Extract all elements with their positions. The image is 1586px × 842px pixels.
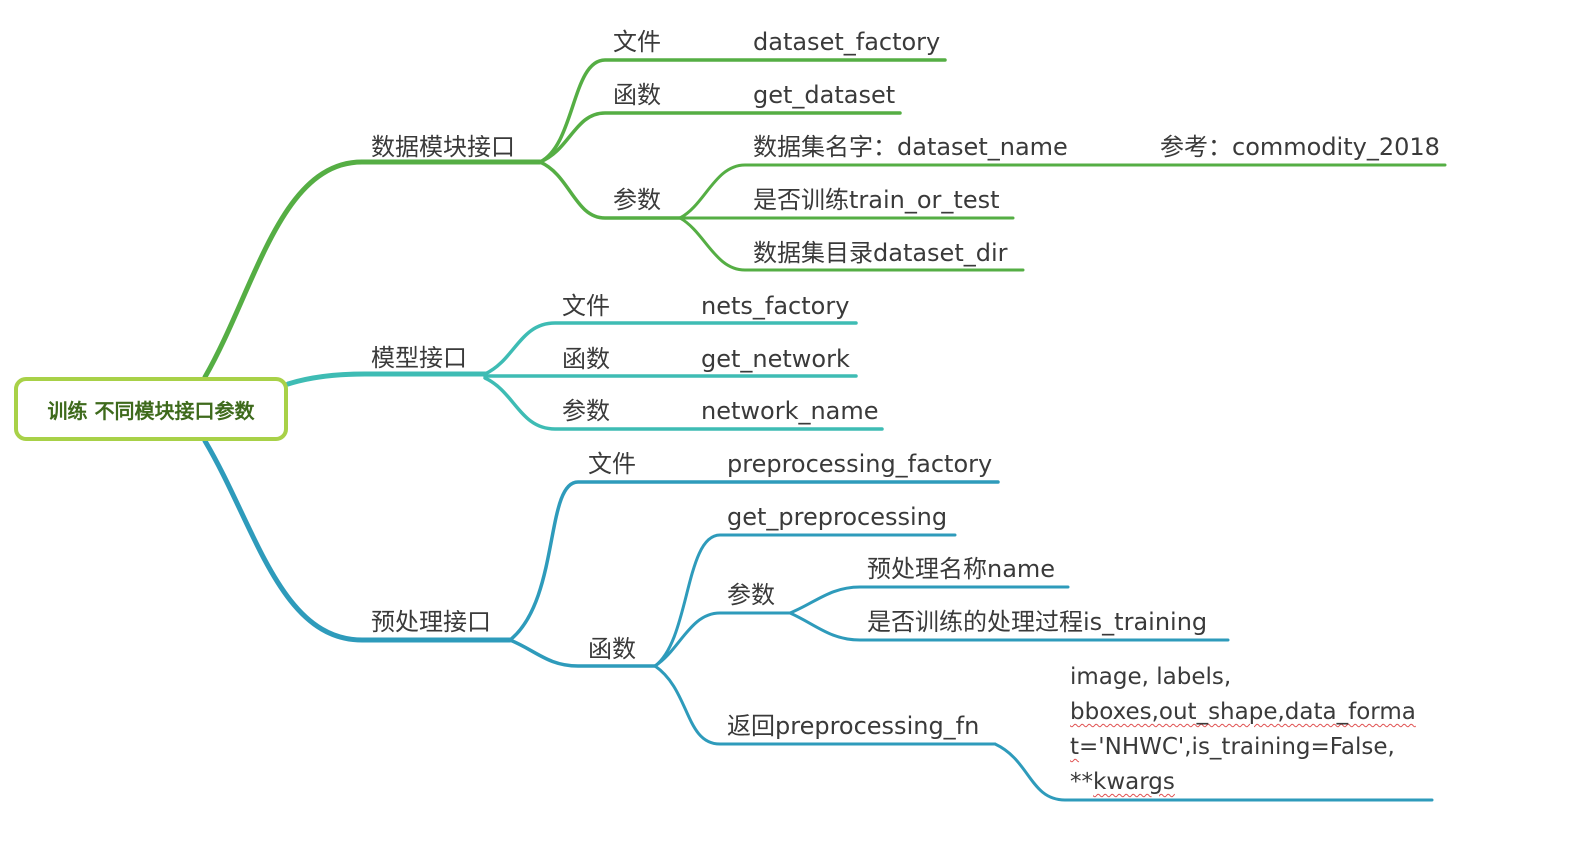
signature-line-3: t='NHWC',is_training=False, — [1070, 730, 1430, 765]
node-param-dataset-name[interactable]: 数据集名字：dataset_name — [753, 133, 1068, 161]
branch-params-istraining — [788, 611, 1230, 642]
branch-params-prepname — [788, 585, 1070, 615]
node-data-func[interactable]: 函数 — [613, 81, 661, 109]
node-prep-return[interactable]: 返回preprocessing_fn — [727, 712, 980, 740]
branch-func-name — [653, 533, 957, 668]
branch-model-file — [483, 321, 858, 376]
branch-prep-file — [508, 480, 1000, 642]
node-prep-file-value[interactable]: preprocessing_factory — [727, 450, 993, 478]
node-data-file-value[interactable]: dataset_factory — [753, 28, 941, 56]
node-data-module[interactable]: 数据模块接口 — [371, 133, 515, 161]
node-data-func-value[interactable]: get_dataset — [753, 81, 896, 109]
node-prep-file[interactable]: 文件 — [588, 450, 636, 478]
node-param-reference[interactable]: 参考：commodity_2018 — [1160, 133, 1440, 161]
signature-line-3a: t — [1070, 734, 1080, 760]
branch-root-data — [202, 159, 543, 380]
node-model-param[interactable]: 参数 — [562, 397, 610, 425]
branch-data-params — [538, 160, 682, 220]
node-prep-func[interactable]: 函数 — [588, 635, 636, 663]
root-node-label: 训练 不同模块接口参数 — [47, 398, 255, 423]
branch-model-param — [483, 376, 884, 431]
node-prep-params[interactable]: 参数 — [727, 581, 775, 609]
node-model-file[interactable]: 文件 — [562, 292, 610, 320]
branch-func-return — [653, 664, 997, 746]
branch-root-prep — [202, 438, 513, 643]
node-return-signature[interactable]: image, labels, bboxes,out_shape,data_for… — [1070, 660, 1430, 800]
signature-line-2: bboxes,out_shape,data_forma — [1070, 699, 1416, 725]
branch-prep-func — [508, 638, 657, 668]
branch-params-dir — [678, 216, 1025, 272]
node-prep-param-name[interactable]: 预处理名称name — [867, 555, 1056, 583]
node-data-params[interactable]: 参数 — [613, 186, 661, 214]
signature-line-4b: kwargs — [1093, 769, 1175, 795]
node-model-file-value[interactable]: nets_factory — [701, 292, 850, 320]
signature-line-4a: ** — [1070, 769, 1093, 795]
node-prep-param-is-training[interactable]: 是否训练的处理过程is_training — [867, 608, 1208, 636]
branch-params-name — [678, 163, 1447, 220]
node-prep-func-name[interactable]: get_preprocessing — [727, 503, 948, 531]
branch-data-func — [538, 111, 902, 164]
branch-return-signature — [993, 742, 1434, 802]
node-model-param-value[interactable]: network_name — [701, 397, 879, 425]
signature-line-3b: ='NHWC',is_training=False, — [1079, 734, 1395, 760]
node-param-train-or-test[interactable]: 是否训练train_or_test — [753, 186, 1000, 214]
node-param-dataset-dir[interactable]: 数据集目录dataset_dir — [753, 239, 1008, 267]
node-model-func-value[interactable]: get_network — [701, 345, 850, 373]
signature-line-4: **kwargs — [1070, 765, 1430, 800]
node-model-func[interactable]: 函数 — [562, 345, 610, 373]
branch-func-params — [653, 611, 792, 668]
node-prep[interactable]: 预处理接口 — [371, 608, 491, 636]
branch-data-file — [538, 58, 947, 164]
node-data-file[interactable]: 文件 — [613, 28, 661, 56]
root-node[interactable]: 训练 不同模块接口参数 — [14, 377, 288, 441]
node-model[interactable]: 模型接口 — [371, 344, 467, 372]
branch-root-model — [285, 371, 488, 387]
signature-line-1: image, labels, — [1070, 664, 1232, 690]
